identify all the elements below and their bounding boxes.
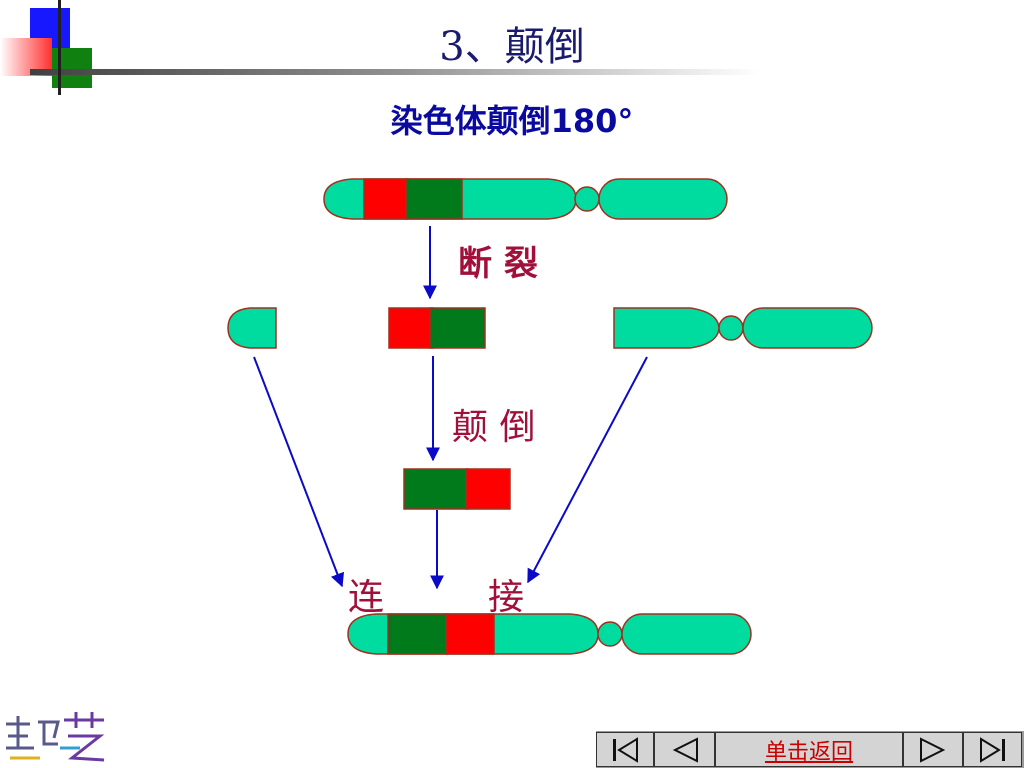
next-icon — [920, 736, 946, 763]
fragment-right-arm — [613, 307, 720, 349]
page-title: 3、颠倒 — [439, 24, 585, 70]
chromosome-short-arm — [598, 178, 728, 220]
page-subtitle: 染色体颠倒180° — [390, 102, 634, 140]
label-break: 断 裂 — [458, 244, 538, 284]
fragment-left-end — [227, 307, 277, 349]
brand-logo — [6, 712, 105, 762]
chromosome-original — [323, 178, 728, 220]
back-button-label: 单击返回 — [764, 739, 853, 765]
first-slide-button[interactable] — [596, 732, 654, 767]
skip-first-icon — [613, 736, 638, 763]
fragment-short-arm — [742, 307, 873, 349]
last-slide-button[interactable] — [963, 732, 1022, 767]
previous-icon — [672, 736, 698, 763]
chromosome-inverted-result — [347, 613, 752, 655]
result-centromere — [597, 621, 623, 647]
fragment-centromere — [718, 315, 744, 341]
navigation-bar: 单击返回 — [596, 731, 1024, 768]
title-underline — [30, 69, 760, 75]
arrow-join-right — [527, 356, 648, 584]
decor-vertical-line — [58, 0, 61, 95]
label-join-left: 连 — [348, 577, 385, 618]
arrow-join-left — [253, 356, 345, 588]
label-invert: 颠 倒 — [452, 407, 536, 448]
back-button[interactable]: 单击返回 — [715, 732, 903, 767]
inverted-segment — [403, 468, 511, 510]
previous-slide-button[interactable] — [654, 732, 715, 767]
result-green-segment — [387, 613, 449, 655]
fragment-red-segment — [388, 307, 434, 349]
segment-red — [363, 178, 409, 220]
result-short-arm — [621, 613, 752, 655]
result-red-segment — [445, 613, 495, 655]
inverted-red — [465, 468, 511, 510]
fragment-green-segment — [429, 307, 486, 349]
centromere — [574, 186, 600, 212]
chromosome-fragments — [227, 307, 873, 349]
label-join-right: 接 — [488, 577, 525, 618]
skip-last-icon — [979, 736, 1005, 763]
next-slide-button[interactable] — [903, 732, 963, 767]
slide-corner-decoration — [0, 0, 760, 95]
inverted-green — [403, 468, 469, 510]
segment-green — [405, 178, 463, 220]
